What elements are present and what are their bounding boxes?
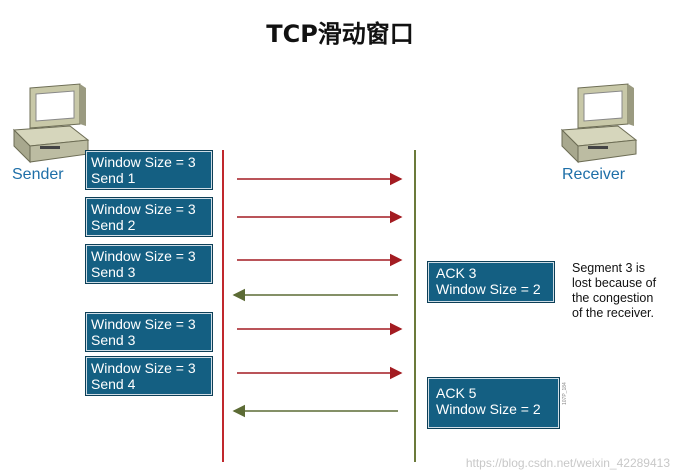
sender-box-5-line2: Send 4: [91, 376, 136, 392]
receiver-box-ack3: ACK 3 Window Size = 2: [427, 261, 555, 303]
page-title: TCP滑动窗口: [266, 20, 414, 48]
sender-label: Sender: [12, 166, 64, 183]
sender-box-5-line1: Window Size = 3: [91, 360, 196, 376]
sender-box-5: Window Size = 3 Send 4: [85, 356, 213, 396]
sender-box-4-line1: Window Size = 3: [91, 316, 196, 332]
receiver-computer-icon: [560, 83, 638, 164]
sender-box-4-line2: Send 3: [91, 332, 136, 348]
sender-box-3-line1: Window Size = 3: [91, 248, 196, 264]
sender-box-2-line1: Window Size = 3: [91, 201, 196, 217]
receiver-box-ack3-line2: Window Size = 2: [436, 281, 541, 297]
sender-box-1-line2: Send 1: [91, 170, 136, 186]
receiver-label: Receiver: [562, 166, 626, 183]
figure-code: 107P_184: [562, 382, 568, 405]
sender-box-3-line2: Send 3: [91, 264, 136, 280]
sender-box-4: Window Size = 3 Send 3: [85, 312, 213, 352]
loss-note-line4: of the receiver.: [572, 306, 654, 320]
receiver-box-ack3-line1: ACK 3: [436, 265, 477, 281]
receiver-box-ack5-line2: Window Size = 2: [436, 401, 541, 417]
sender-box-1-line1: Window Size = 3: [91, 154, 196, 170]
sender-computer-icon: [12, 83, 90, 164]
receiver-box-ack5-line1: ACK 5: [436, 385, 477, 401]
loss-note-line2: lost because of: [572, 276, 657, 290]
receiver-box-ack5: ACK 5 Window Size = 2: [427, 377, 560, 429]
loss-note-line1: Segment 3 is: [572, 261, 645, 275]
sender-box-2-line2: Send 2: [91, 217, 136, 233]
loss-note-line3: the congestion: [572, 291, 654, 305]
watermark: https://blog.csdn.net/weixin_42289413: [465, 456, 670, 470]
loss-note: Segment 3 is lost because of the congest…: [572, 261, 656, 321]
sender-box-2: Window Size = 3 Send 2: [85, 197, 213, 237]
sender-box-1: Window Size = 3 Send 1: [85, 150, 213, 190]
sender-box-3: Window Size = 3 Send 3: [85, 244, 213, 284]
